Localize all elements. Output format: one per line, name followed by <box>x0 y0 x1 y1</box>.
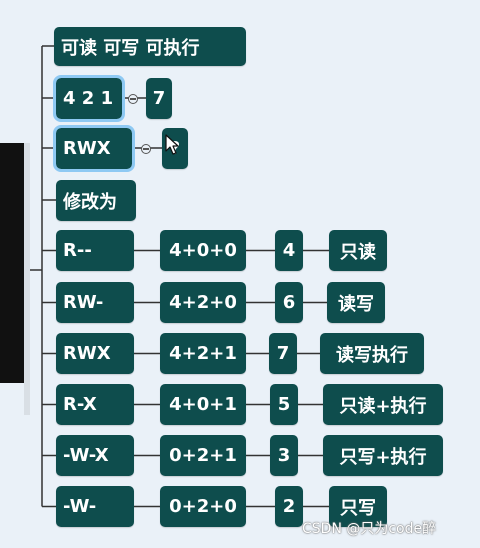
node-meaning[interactable]: 读写 <box>327 282 385 323</box>
node-label: 只写 <box>340 497 376 519</box>
node-label: 0+2+0 <box>169 496 237 517</box>
node-label: 只读+执行 <box>339 395 427 417</box>
node-numeric-result[interactable]: 7 <box>146 78 172 119</box>
node-value[interactable]: 3 <box>270 435 298 476</box>
node-label: ? <box>169 138 181 159</box>
node-sum[interactable]: 0+2+1 <box>160 435 246 476</box>
node-meaning[interactable]: 只写+执行 <box>323 435 443 476</box>
node-label: R-X <box>63 394 97 415</box>
node-sum[interactable]: 4+2+1 <box>160 333 246 374</box>
node-label: 可读 可写 可执行 <box>61 37 200 59</box>
node-value[interactable]: 7 <box>269 333 297 374</box>
node-label: RW- <box>63 292 104 313</box>
node-value[interactable]: 5 <box>270 384 298 425</box>
node-label: 7 <box>152 88 166 109</box>
node-perm[interactable]: R-X <box>56 384 134 425</box>
node-value[interactable]: 4 <box>275 230 303 271</box>
node-value[interactable]: 6 <box>275 282 303 323</box>
node-perm[interactable]: RWX <box>56 333 134 374</box>
node-numeric-weights[interactable]: 4 2 1 <box>53 75 125 122</box>
node-label: 4+0+1 <box>169 394 237 415</box>
node-label: RWX <box>63 343 111 364</box>
node-label: 0+2+1 <box>169 445 237 466</box>
node-perm[interactable]: RW- <box>56 282 134 323</box>
node-change-to[interactable]: 修改为 <box>56 180 136 221</box>
node-label: 修改为 <box>63 191 117 213</box>
node-meaning[interactable]: 读写执行 <box>320 333 424 374</box>
node-label: -W-X <box>63 445 109 466</box>
node-label: 2 <box>282 496 296 517</box>
side-panel <box>0 143 24 383</box>
side-panel-edge <box>24 143 30 415</box>
node-perm[interactable]: -W- <box>56 486 134 527</box>
node-label: RWX <box>63 138 111 159</box>
node-meaning[interactable]: 只读 <box>329 230 387 271</box>
node-label: 4 2 1 <box>63 88 114 109</box>
collapse-icon[interactable] <box>141 144 151 154</box>
watermark: CSDN @只为code醉 <box>302 521 437 537</box>
node-label: 3 <box>277 445 291 466</box>
node-sum[interactable]: 4+0+0 <box>160 230 246 271</box>
mouse-cursor-icon <box>165 134 179 155</box>
node-label: 5 <box>277 394 291 415</box>
node-label: 读写执行 <box>336 344 408 366</box>
node-permissions-header[interactable]: 可读 可写 可执行 <box>54 27 246 66</box>
node-label: 只写+执行 <box>339 446 427 468</box>
node-sum[interactable]: 4+2+0 <box>160 282 246 323</box>
node-label: 4+0+0 <box>169 240 237 261</box>
node-sum[interactable]: 4+0+1 <box>160 384 246 425</box>
node-label: 4 <box>282 240 296 261</box>
node-label: 读写 <box>338 293 374 315</box>
node-meaning[interactable]: 只写 <box>329 486 387 527</box>
node-label: R-- <box>63 240 92 261</box>
node-perm[interactable]: R-- <box>56 230 134 271</box>
node-rwx-symbolic[interactable]: RWX <box>53 125 135 172</box>
node-meaning[interactable]: 只读+执行 <box>323 384 443 425</box>
node-label: 7 <box>276 343 290 364</box>
node-label: -W- <box>63 496 97 517</box>
node-label: 6 <box>282 292 296 313</box>
node-value[interactable]: 2 <box>275 486 303 527</box>
node-perm[interactable]: -W-X <box>56 435 134 476</box>
node-sum[interactable]: 0+2+0 <box>160 486 246 527</box>
node-label: 只读 <box>340 241 376 263</box>
node-label: 4+2+1 <box>169 343 237 364</box>
node-label: 4+2+0 <box>169 292 237 313</box>
collapse-icon[interactable] <box>128 94 138 104</box>
